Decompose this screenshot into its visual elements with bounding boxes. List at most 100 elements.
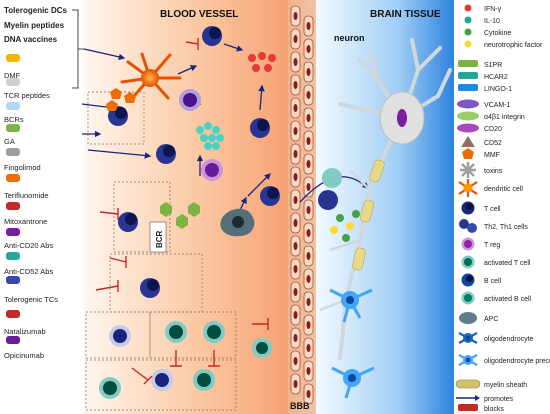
legend-label: blocks [484,406,504,413]
legend-green-bar-icon [458,60,478,67]
bbb-nucleus [293,150,298,158]
legend-activated-b-cell-icon [461,291,475,305]
legend-label: APC [484,316,498,323]
legend-teal-bar-icon [458,72,478,79]
legend-label: LINGO-1 [484,86,512,93]
therapy-icon [6,252,20,260]
activated-cells [99,321,272,399]
bbb-nucleus [306,68,311,76]
therapy-group-brace [72,9,84,89]
therapy-icon [6,54,20,62]
legend-treg-cell-icon [461,237,475,251]
therapy-dashed-panels [85,91,237,411]
legend-green-dot-icon [464,28,472,36]
therapy-label: Myelin peptides [4,21,65,30]
bbb-nucleus [306,390,311,398]
legend-label: MMF [484,152,500,159]
legend-label: Th2, Th1 cells [484,224,528,231]
legend-label: myelin sheath [484,382,527,389]
dendritic-cell [120,52,182,100]
therapy-label: Natalizumab [4,327,46,336]
bbb-nucleus [306,22,311,30]
legend-b-cell-icon [461,273,475,287]
bbb-nucleus [293,127,298,135]
bbb-nucleus [306,91,311,99]
therapy-icon [6,174,20,182]
legend-myelin-sheath-icon [455,379,481,389]
bbb-nucleus [293,265,298,273]
blood-vessel-title: BLOOD VESSEL [160,9,238,20]
therapy-label: Anti-CD52 Abs [4,267,53,276]
block-symbols [95,38,269,385]
legend-orange-pentagon-icon [462,148,474,159]
brain-factors [330,210,360,242]
legend-label: activated B cell [484,296,532,303]
therapy-label: TCR peptides [4,91,50,100]
brain-tissue-scene [318,38,452,399]
bbb-nucleus [306,275,311,283]
bbb-nucleus [293,357,298,365]
legend-promotes-arrow-icon [456,395,480,401]
bbb-nucleus [293,380,298,388]
legend-yellow-dot-icon [464,40,472,48]
bbb-nucleus [306,114,311,122]
legend-label: promotes [484,396,514,403]
bbb-label: BBB [290,401,310,411]
therapy-icon [6,228,20,236]
bbb-nucleus [306,367,311,375]
therapy-label: Opicinumab [4,351,44,360]
bbb-nucleus [293,311,298,319]
bbb-nucleus [293,81,298,89]
brain-activated-cell [322,168,342,188]
legend-label: α4β1 integrin [484,114,525,121]
bbb-nucleus [293,242,298,250]
bbb-nucleus [306,183,311,191]
legend-label: IL-10 [484,18,500,25]
legend-label: toxins [484,168,503,175]
bcr-badge-text: BCR [155,230,164,248]
legend-label: activated T cell [484,260,531,267]
bbb-nucleus [293,12,298,20]
bbb-nucleus [293,196,298,204]
legend-label: CD20 [484,126,502,133]
cytokine-hexagons [160,202,200,229]
bbb-nucleus [293,35,298,43]
legend-blue-bar-icon [458,84,478,91]
bbb-nucleus [293,288,298,296]
mmf-pentagons [106,88,136,111]
bbb-nucleus [306,252,311,260]
neuron [319,38,452,361]
legend-th-cells-icon [459,219,477,233]
brain-tissue-title: BRAIN TISSUE [370,9,441,20]
legend-brown-triangle-icon [461,136,475,147]
legend-label: VCAM-1 [484,102,511,109]
legend-label: IFN-γ [484,6,502,13]
bbb-nucleus [293,173,298,181]
legend-teal-dot-icon [464,16,472,24]
bbb-nucleus [306,229,311,237]
bbb-nucleus [306,45,311,53]
legend-label: T cell [484,206,501,213]
blood-vessel-scene: BCR [81,26,369,399]
therapy-icon [6,78,20,86]
therapy-label: Tolerogenic TCs [4,295,58,304]
bbb-nucleus [293,219,298,227]
legend-label: neurotrophic factor [484,42,543,49]
therapy-icon [6,310,20,318]
legend-label: dendritic cell [484,186,523,193]
bbb-nucleus [306,298,311,306]
bbb-nucleus [306,344,311,352]
therapy-icon [6,202,20,210]
legend-label: oligodendrocyte [484,336,534,343]
legend-activated-t-cell-icon [461,255,475,269]
bbb-nucleus [306,160,311,168]
legend-green-oval-icon [457,111,479,121]
legend-label: S1PR [484,62,502,69]
therapy-icon [6,148,20,156]
bbb-nucleus [306,206,311,214]
treg-cells [109,89,223,391]
legend-apc-cell-icon [459,312,477,324]
